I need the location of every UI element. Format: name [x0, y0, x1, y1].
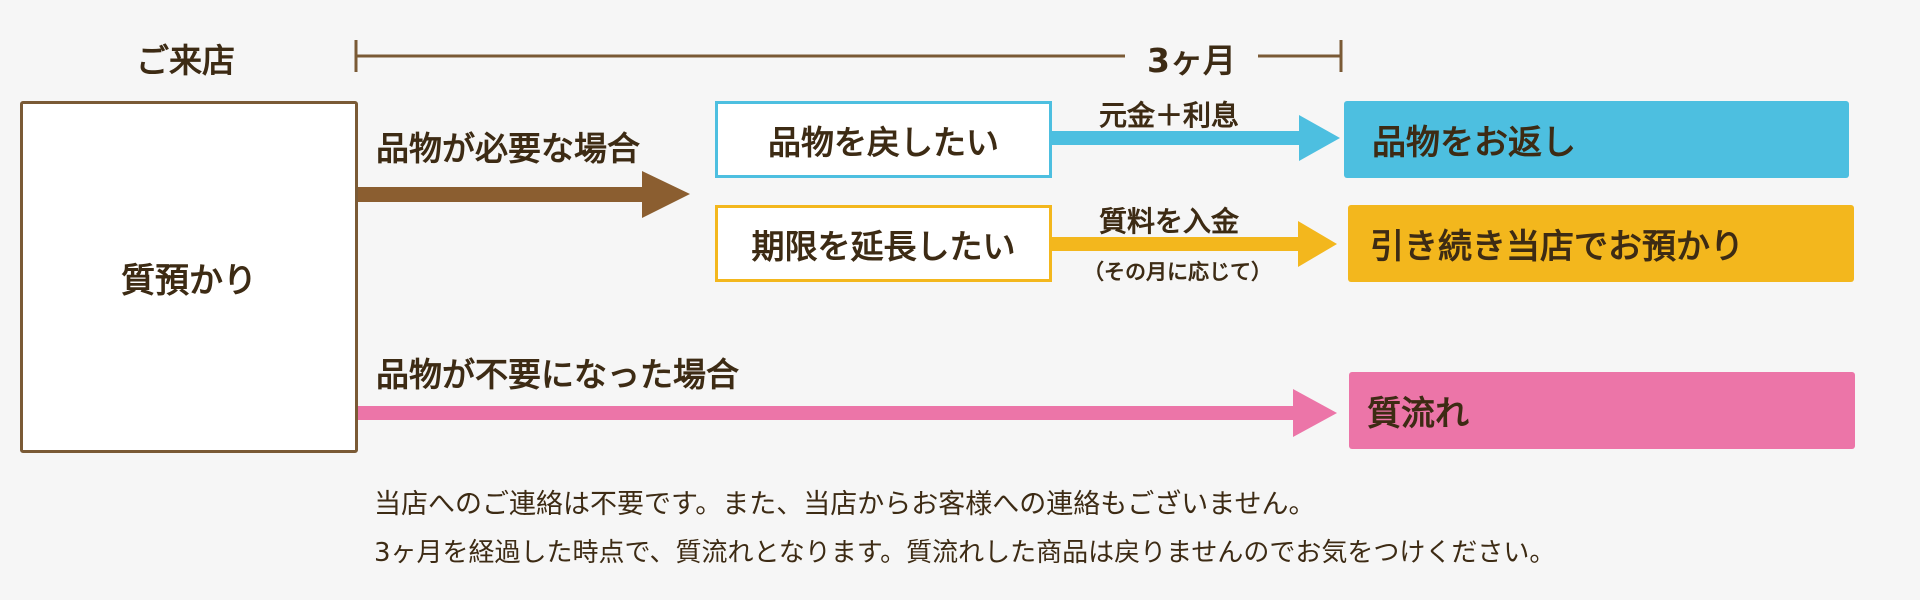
forfeit-arrow-shaft [356, 406, 1293, 420]
needed-arrow-shaft [356, 187, 642, 202]
return-payment-label: 元金＋利息 [1099, 99, 1240, 132]
extend-arrow-shaft [1051, 237, 1298, 251]
forfeit-arrow-head [1293, 389, 1337, 437]
period-label: 3ヶ月 [1147, 41, 1236, 80]
unneeded-label: 品物が不要になった場合 [376, 355, 739, 394]
note-line-2: 3ヶ月を経過した時点で、質流れとなります。質流れした商品は戻りませんのでお気をつ… [374, 538, 1556, 568]
return-option-label: 品物を戻したい [768, 122, 999, 162]
forfeit-result-box: 質流れ [1349, 372, 1855, 449]
extend-payment-label: 質料を入金 [1099, 205, 1240, 238]
needed-arrow-head [642, 171, 690, 218]
forfeit-result-label: 質流れ [1367, 394, 1469, 434]
return-option-box: 品物を戻したい [715, 101, 1052, 178]
extend-option-label: 期限を延長したい [751, 226, 1016, 266]
extend-result-label: 引き続き当店でお預かり [1370, 227, 1744, 267]
needed-label: 品物が必要な場合 [376, 129, 640, 168]
return-arrow-shaft [1051, 131, 1299, 145]
pawn-box: 質預かり [20, 101, 358, 453]
extend-result-box: 引き続き当店でお預かり [1348, 205, 1854, 282]
pawn-box-label: 質預かり [121, 260, 257, 301]
return-arrow-head [1299, 115, 1340, 161]
return-result-label: 品物をお返し [1372, 123, 1576, 163]
extend-payment-note: （その月に応じて） [1083, 260, 1272, 284]
extend-arrow-head [1298, 221, 1337, 267]
visit-label: ご来店 [136, 41, 235, 80]
note-line-1: 当店へのご連絡は不要です。また、当店からお客様への連絡もございません。 [374, 489, 1316, 520]
return-result-box: 品物をお返し [1344, 101, 1849, 178]
extend-option-box: 期限を延長したい [715, 205, 1052, 282]
